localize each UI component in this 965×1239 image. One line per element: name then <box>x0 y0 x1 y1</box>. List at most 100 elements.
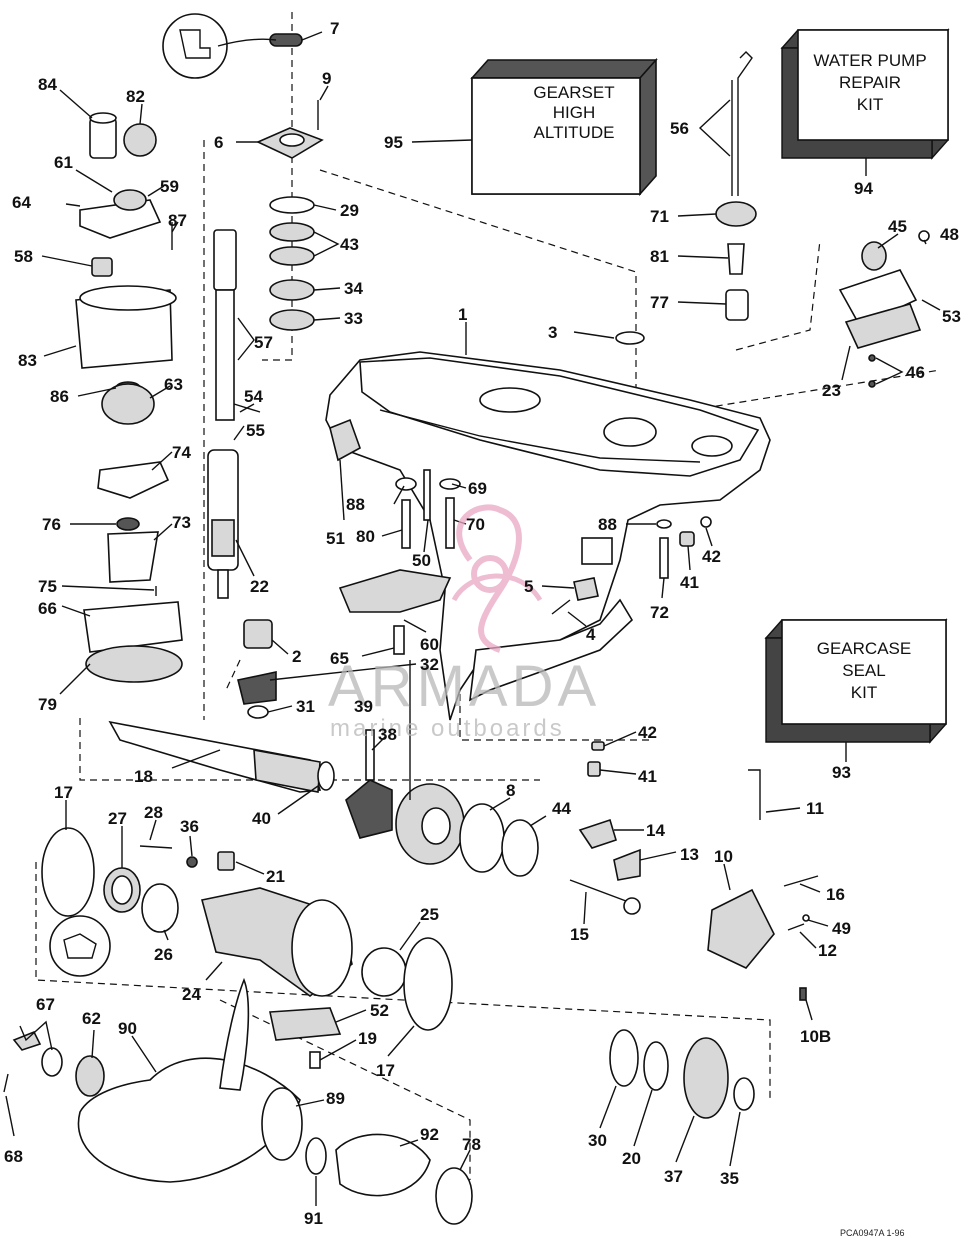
callout-31: 31 <box>296 697 315 716</box>
callout-12: 12 <box>818 941 837 960</box>
callout-61: 61 <box>54 153 73 172</box>
callout-56: 56 <box>670 119 689 138</box>
callout-42a: 42 <box>702 547 721 566</box>
callout-94: 94 <box>854 179 873 198</box>
gearset-kit-line3: ALTITUDE <box>534 123 615 142</box>
gearcase-seal-kit-line1: GEARCASE <box>817 639 911 658</box>
callout-87: 87 <box>168 211 187 230</box>
reverse-gear-parts <box>609 1029 755 1119</box>
water-pump-kit-box: WATER PUMP REPAIR KIT <box>780 28 950 160</box>
callout-51: 51 <box>326 529 345 548</box>
callout-86: 86 <box>50 387 69 406</box>
callout-37: 37 <box>664 1167 683 1186</box>
callout-23: 23 <box>822 381 841 400</box>
water-pump-kit-line3: KIT <box>857 95 883 114</box>
callout-70: 70 <box>466 515 485 534</box>
gearcase-seal-kit-line2: SEAL <box>842 661 885 680</box>
upper-right-parts <box>715 51 930 388</box>
bearing-carrier-parts <box>41 827 453 1069</box>
callout-13: 13 <box>680 845 699 864</box>
callout-41a: 41 <box>680 573 699 592</box>
callout-57: 57 <box>254 333 273 352</box>
water-pump-kit-line1: WATER PUMP <box>813 51 926 70</box>
center-fasteners <box>329 418 712 781</box>
callout-58: 58 <box>14 247 33 266</box>
callout-32: 32 <box>420 655 439 674</box>
callout-81: 81 <box>650 247 669 266</box>
callout-40: 40 <box>252 809 271 828</box>
callout-46: 46 <box>906 363 925 382</box>
callout-52: 52 <box>370 1001 389 1020</box>
watermark-tagline: marine outboards <box>330 715 565 742</box>
callout-20: 20 <box>622 1149 641 1168</box>
callout-73: 73 <box>172 513 191 532</box>
callout-91: 91 <box>304 1209 323 1228</box>
water-pump-parts <box>75 112 183 683</box>
callout-numbers: 7 9 6 84 82 61 59 64 87 58 83 86 63 74 7… <box>4 19 961 1228</box>
callout-53: 53 <box>942 307 961 326</box>
assembly-dashed-lines <box>35 12 941 1180</box>
callout-25: 25 <box>420 905 439 924</box>
callout-77: 77 <box>650 293 669 312</box>
callout-24: 24 <box>182 985 201 1004</box>
callout-10: 10 <box>714 847 733 866</box>
callout-7: 7 <box>330 19 339 38</box>
callout-2: 2 <box>292 647 301 666</box>
gearcase-seal-kit-box: GEARCASE SEAL KIT <box>764 618 948 744</box>
callout-30: 30 <box>588 1131 607 1150</box>
callout-36: 36 <box>180 817 199 836</box>
callout-88b: 88 <box>598 515 617 534</box>
callout-43: 43 <box>340 235 359 254</box>
callout-80: 80 <box>356 527 375 546</box>
callout-6: 6 <box>214 133 223 152</box>
watermark: ARMADA marine outboards <box>328 504 596 742</box>
callout-3: 3 <box>548 323 557 342</box>
callout-41b: 41 <box>638 767 657 786</box>
callout-17a: 17 <box>54 783 73 802</box>
callout-90: 90 <box>118 1019 137 1038</box>
callout-66: 66 <box>38 599 57 618</box>
callout-75: 75 <box>38 577 57 596</box>
callout-63: 63 <box>164 375 183 394</box>
callout-8: 8 <box>506 781 515 800</box>
leader-lines <box>5 31 941 1206</box>
callout-22: 22 <box>250 577 269 596</box>
propshaft-gear-parts <box>108 720 819 1001</box>
callout-71: 71 <box>650 207 669 226</box>
callout-18: 18 <box>134 767 153 786</box>
shift-rod-assembly <box>162 13 324 719</box>
callout-54: 54 <box>244 387 263 406</box>
callout-64: 64 <box>12 193 31 212</box>
gearcase-seal-kit-line3: KIT <box>851 683 877 702</box>
callout-16: 16 <box>826 885 845 904</box>
callout-9: 9 <box>322 69 331 88</box>
callout-65: 65 <box>330 649 349 668</box>
callout-55: 55 <box>246 421 265 440</box>
callout-34: 34 <box>344 279 363 298</box>
callout-42b: 42 <box>638 723 657 742</box>
callout-1: 1 <box>458 305 467 324</box>
callout-35: 35 <box>720 1169 739 1188</box>
callout-48: 48 <box>940 225 959 244</box>
callout-95: 95 <box>384 133 403 152</box>
callout-59: 59 <box>160 177 179 196</box>
callout-39: 39 <box>354 697 373 716</box>
callout-28: 28 <box>144 803 163 822</box>
callout-17b: 17 <box>376 1061 395 1080</box>
callout-69: 69 <box>468 479 487 498</box>
callout-72: 72 <box>650 603 669 622</box>
callout-50: 50 <box>412 551 431 570</box>
callout-68: 68 <box>4 1147 23 1166</box>
callout-78: 78 <box>462 1135 481 1154</box>
gearcase-housing <box>325 351 771 721</box>
callout-15: 15 <box>570 925 589 944</box>
callout-49: 49 <box>832 919 851 938</box>
callout-88a: 88 <box>346 495 365 514</box>
callout-21: 21 <box>266 867 285 886</box>
propeller-parts <box>3 977 473 1225</box>
callout-76: 76 <box>42 515 61 534</box>
callout-4: 4 <box>586 625 596 644</box>
gearset-kit-line2: HIGH <box>553 103 596 122</box>
callout-83: 83 <box>18 351 37 370</box>
